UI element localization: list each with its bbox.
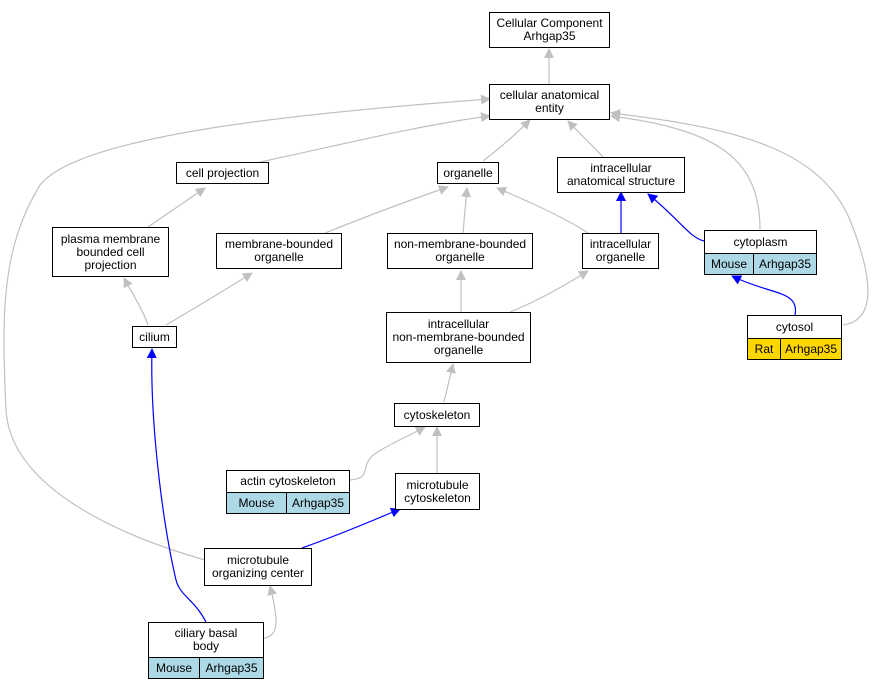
node-ciliary-basal-body[interactable]: ciliary basal body: [148, 622, 264, 658]
edge-mtoc-mtcyto: [301, 507, 401, 549]
node-microtubule-cytoskeleton[interactable]: microtubule cytoskeleton: [395, 473, 480, 510]
node-plasma-membrane-bounded-cell-projection[interactable]: plasma membrane bounded cell projection: [52, 227, 169, 277]
gene-label: Arhgap35: [286, 493, 349, 513]
annotation-cytosol: Rat Arhgap35: [747, 339, 842, 360]
node-intracellular-organelle[interactable]: intracellular organelle: [582, 233, 659, 269]
edge-io-organelle: [496, 186, 589, 234]
node-root[interactable]: Cellular Component Arhgap35: [489, 12, 610, 48]
edge-cytosol-cae: [610, 109, 869, 326]
node-actin-cytoskeleton[interactable]: actin cytoskeleton: [226, 470, 350, 493]
edge-cytoskeleton-inmbo: [443, 363, 456, 403]
edge-mbo-organelle: [324, 185, 449, 234]
species-label: Rat: [748, 339, 780, 359]
node-cytoplasm[interactable]: cytoplasm: [704, 230, 817, 254]
edge-inmbo-io: [509, 270, 589, 313]
node-organelle[interactable]: organelle: [437, 162, 499, 184]
edge-cytosol-cytoplasm: [731, 275, 797, 316]
edge-cytoplasm-ias: [647, 193, 705, 242]
annotation-actin-cytoskeleton: Mouse Arhgap35: [226, 493, 350, 514]
node-microtubule-organizing-center[interactable]: microtubule organizing center: [204, 548, 312, 586]
edge-cbb-mtoc: [263, 585, 278, 639]
gene-label: Arhgap35: [199, 658, 263, 678]
edge-nmbo-organelle: [461, 187, 472, 234]
edge-ias-cae: [567, 120, 604, 158]
species-label: Mouse: [149, 658, 199, 678]
edge-pmbcp-cellprojection: [147, 187, 206, 228]
node-cytoskeleton[interactable]: cytoskeleton: [394, 403, 480, 427]
node-intracellular-non-membrane-bounded-organelle[interactable]: intracellular non-membrane-bounded organ…: [386, 312, 531, 363]
annotation-ciliary-basal-body: Mouse Arhgap35: [148, 658, 264, 679]
species-label: Mouse: [705, 254, 753, 274]
edge-cellprojection-cae: [259, 112, 491, 163]
edge-organelle-cae: [482, 119, 531, 162]
node-membrane-bounded-organelle[interactable]: membrane-bounded organelle: [216, 233, 342, 269]
edge-cilium-mbo: [165, 272, 253, 326]
gene-label: Arhgap35: [753, 254, 816, 274]
species-label: Mouse: [227, 493, 286, 513]
node-intracellular-anatomical-structure[interactable]: intracellular anatomical structure: [557, 157, 685, 193]
annotation-cytoplasm: Mouse Arhgap35: [704, 254, 817, 275]
gene-label: Arhgap35: [780, 339, 841, 359]
node-cytosol[interactable]: cytosol: [747, 315, 842, 339]
edge-actin-cytoskeleton: [349, 426, 426, 481]
edge-mtoc-cae: [3, 94, 491, 561]
edge-cytoplasm-cae: [610, 112, 761, 231]
node-non-membrane-bounded-organelle[interactable]: non-membrane-bounded organelle: [387, 233, 533, 269]
edge-cilium-pmbcp: [123, 277, 149, 326]
node-cilium[interactable]: cilium: [132, 326, 177, 348]
node-cellular-anatomical-entity[interactable]: cellular anatomical entity: [489, 84, 610, 120]
node-cell-projection[interactable]: cell projection: [176, 162, 269, 184]
edge-cbb-cilium: [146, 348, 207, 623]
